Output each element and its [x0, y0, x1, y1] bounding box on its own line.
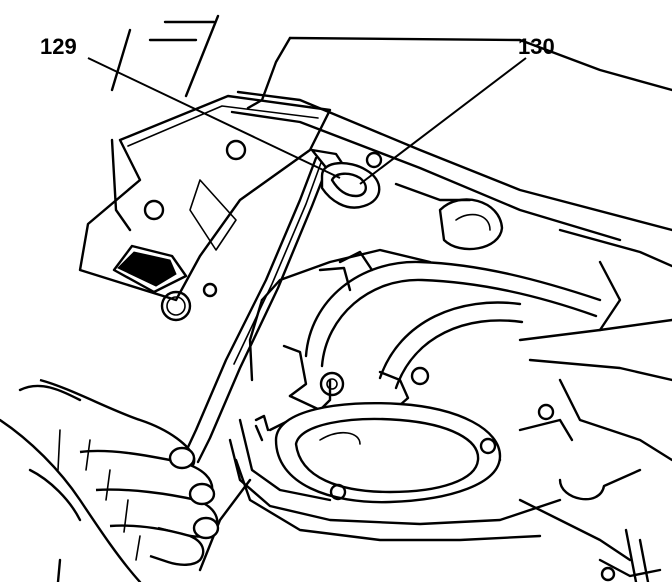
- leader-line-130: [359, 57, 527, 185]
- case-lower-flange: [234, 414, 650, 582]
- leader-lines: [87, 57, 527, 185]
- valve-body: [438, 198, 672, 582]
- leader-line-129: [87, 57, 341, 179]
- servo-housing: [198, 248, 562, 572]
- fluid-tubes: [304, 250, 602, 390]
- case-upper-flange: [110, 14, 672, 242]
- hand: [0, 378, 220, 582]
- tool-shaft: [180, 148, 346, 464]
- callout-label-130: 130: [518, 34, 555, 59]
- case-left-flange: [78, 94, 332, 322]
- callout-label-129: 129: [40, 34, 77, 59]
